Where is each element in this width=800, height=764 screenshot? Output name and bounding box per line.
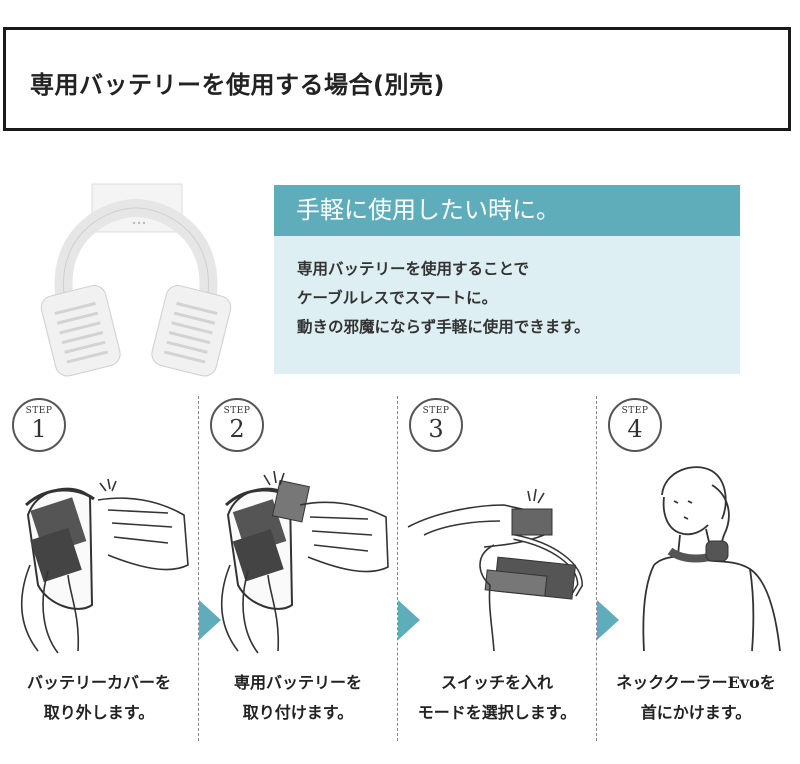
page-title: 専用バッテリーを使用する場合(別売)	[30, 71, 445, 99]
caption-line: スイッチを入れ	[440, 673, 553, 692]
caption-line: 取り付けます。	[242, 703, 354, 722]
header-box: 専用バッテリーを使用する場合(別売)	[3, 27, 791, 131]
step-3-illustration	[407, 488, 584, 652]
step-label: STEP	[422, 406, 450, 416]
info-heading: 手軽に使用したい時に。	[274, 185, 740, 236]
info-line: 動きの邪魔にならず手軽に使用できます。	[297, 317, 590, 336]
caption-line: 専用バッテリーを	[233, 673, 362, 692]
step-badge-3: STEP 3	[409, 398, 463, 452]
step-divider	[198, 396, 199, 741]
step-label: STEP	[621, 406, 649, 416]
step-number: 2	[229, 415, 245, 443]
step-4-caption: ネッククーラーEvoを 首にかけます。	[597, 668, 795, 728]
caption-line: 取り外します。	[43, 703, 155, 722]
caption-line: 首にかけます。	[640, 703, 752, 722]
step-number: 1	[31, 415, 47, 443]
info-body: 専用バッテリーを使用することで ケーブルレスでスマートに。 動きの邪魔にならず手…	[274, 236, 740, 374]
caption-line: モードを選択します。	[417, 703, 577, 722]
step-4-illustration	[642, 466, 781, 652]
next-step-arrow-icon	[199, 600, 221, 640]
step-badge-4: STEP 4	[608, 398, 662, 452]
step-2-caption: 専用バッテリーを 取り付けます。	[199, 668, 397, 728]
next-step-arrow-icon	[597, 600, 619, 640]
caption-line: バッテリーカバーを	[26, 673, 171, 692]
step-label: STEP	[25, 406, 53, 416]
step-1-caption: バッテリーカバーを 取り外します。	[0, 668, 198, 728]
step-divider	[397, 396, 398, 741]
info-line: 専用バッテリーを使用することで	[297, 259, 530, 278]
neck-cooler-product-image	[40, 183, 232, 377]
caption-line: ネッククーラーEvoを	[616, 673, 776, 692]
step-2-illustration	[221, 470, 389, 654]
step-badge-2: STEP 2	[210, 398, 264, 452]
step-1-illustration	[21, 478, 189, 654]
next-step-arrow-icon	[398, 600, 420, 640]
step-number: 3	[428, 415, 444, 443]
info-line: ケーブルレスでスマートに。	[297, 288, 498, 307]
step-label: STEP	[223, 406, 251, 416]
step-badge-1: STEP 1	[12, 398, 66, 452]
step-divider	[596, 396, 597, 741]
step-number: 4	[627, 415, 643, 443]
step-3-caption: スイッチを入れ モードを選択します。	[398, 668, 596, 728]
